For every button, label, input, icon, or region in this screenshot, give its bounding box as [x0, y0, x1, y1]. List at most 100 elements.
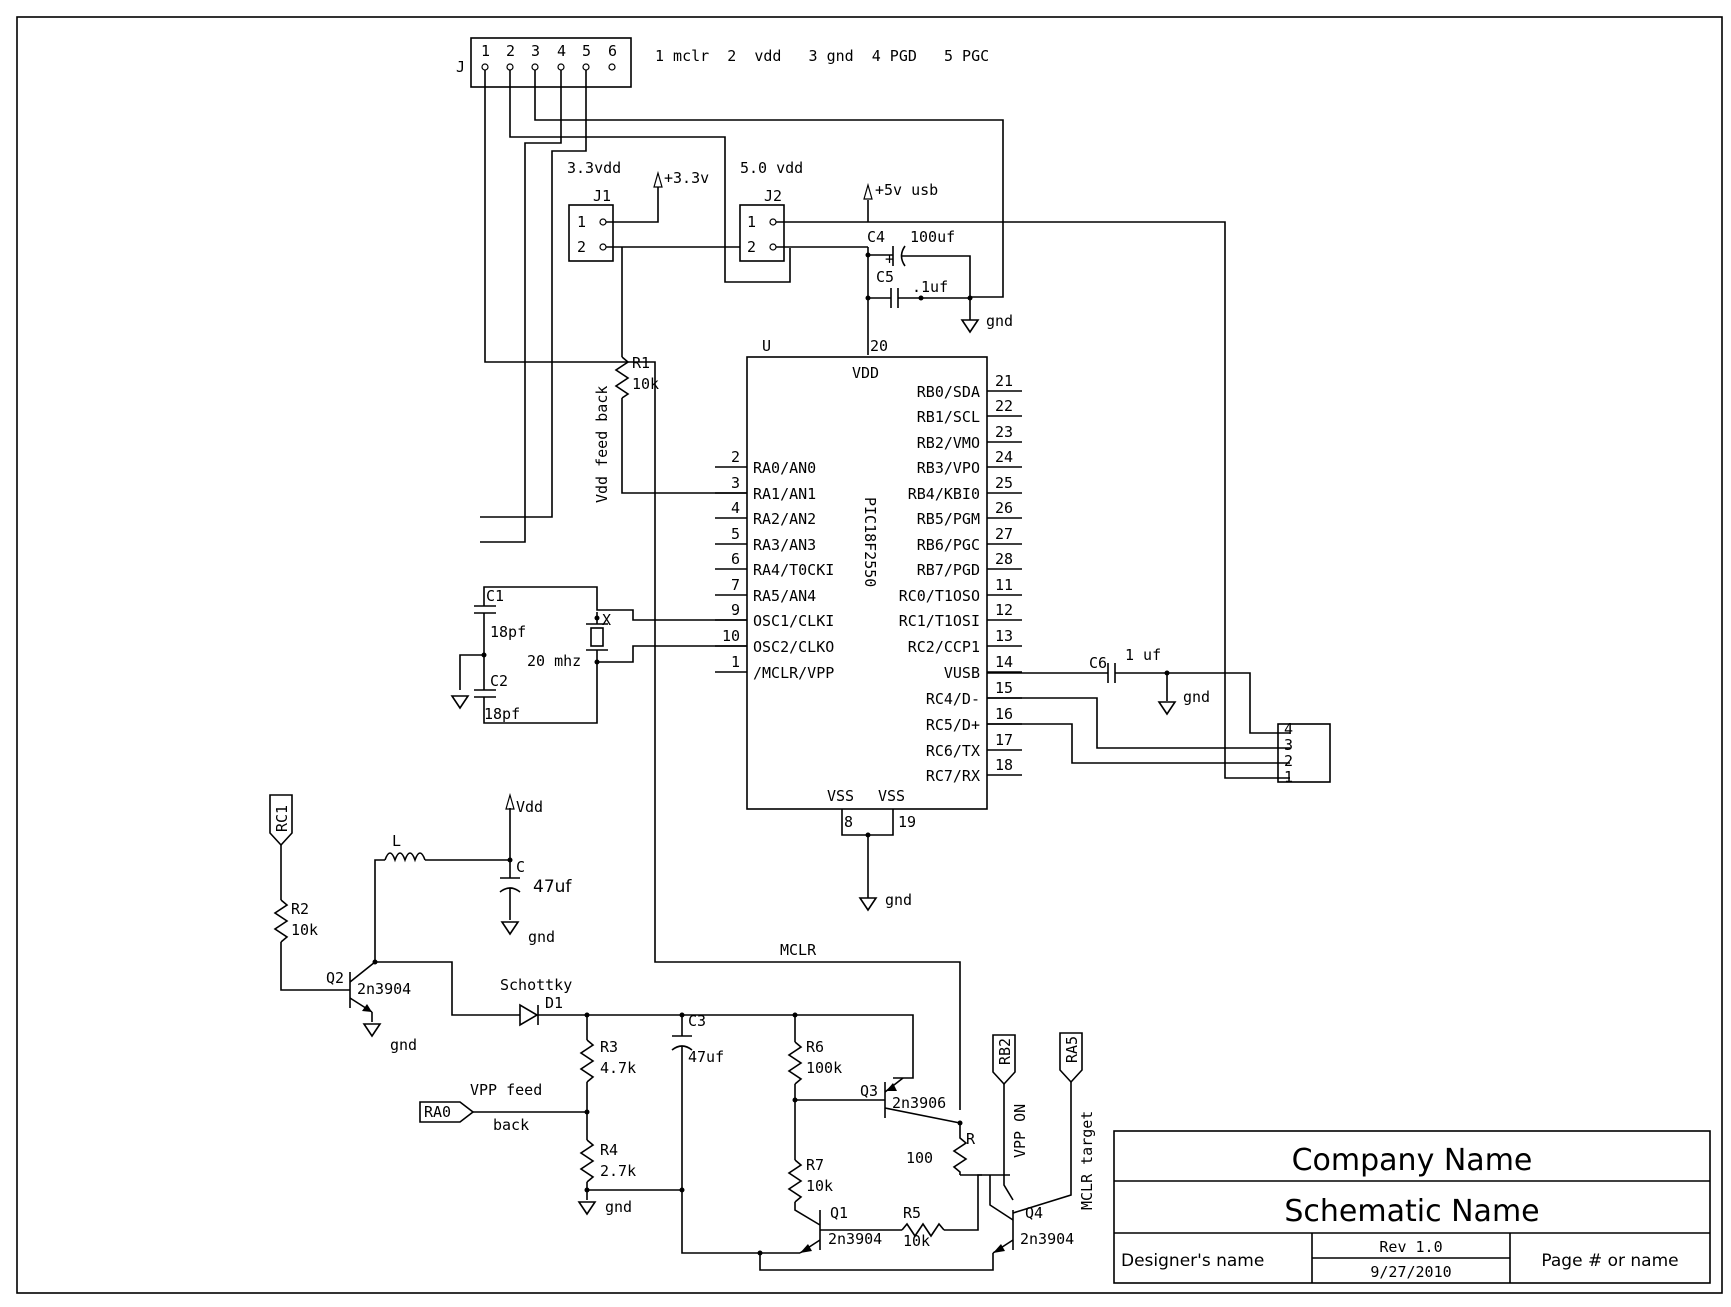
ic-right-pins: 21RB0/SDA22RB1/SCL23RB2/VMO24RB3/VPO25RB… — [899, 372, 1022, 785]
mcu-pic18f2550: U 20 VDD PIC18F2550 VSS VSS 8 19 gnd 2RA… — [715, 337, 1022, 912]
ic-pin-number: 15 — [995, 679, 1013, 697]
crystal-oscillator: X 20 mhz C1 18pf C2 18pf — [450, 586, 747, 724]
ic-pin-number: 23 — [995, 423, 1013, 441]
rb2-note: VPP ON — [1011, 1104, 1029, 1158]
schematic-name: Schematic Name — [1284, 1194, 1539, 1229]
ic-pin-name: RB5/PGM — [917, 510, 980, 528]
j2-pin2-label: 2 — [747, 238, 756, 256]
gnd-label-c5: gnd — [986, 312, 1013, 330]
gnd-label-vss: gnd — [885, 891, 912, 909]
ic-pin-name: RA5/AN4 — [753, 587, 816, 605]
ic-pin-name: RB2/VMO — [917, 434, 980, 452]
c1-value: 18pf — [490, 623, 526, 641]
gnd-label-r4: gnd — [605, 1198, 632, 1216]
r4-ref: R4 — [600, 1141, 618, 1159]
ic-pin-number: 25 — [995, 474, 1013, 492]
ic-pin-number: 11 — [995, 576, 1013, 594]
j1-pin2-label: 2 — [577, 238, 586, 256]
gnd-label-c: gnd — [528, 928, 555, 946]
ic-pin-name: /MCLR/VPP — [753, 664, 834, 682]
inductor-ref: L — [392, 832, 401, 850]
ic-vdd-label: VDD — [852, 364, 879, 382]
r1-vdd-feedback: R1 10k Vdd feed back — [593, 247, 747, 503]
r5-value: 10k — [903, 1232, 930, 1250]
ic-pin-number: 2 — [731, 448, 740, 466]
ic-pin-name: RC1/T1OSI — [899, 612, 980, 630]
q2-ref: Q2 — [326, 969, 344, 987]
ic-left-pins: 2RA0/AN03RA1/AN14RA2/AN25RA3/AN36RA4/T0C… — [715, 448, 834, 682]
ic-pin-name: RC0/T1OSO — [899, 587, 980, 605]
ic-pin-number: 3 — [731, 474, 740, 492]
c3-ref: C3 — [688, 1012, 706, 1030]
c2-value: 18pf — [484, 705, 520, 723]
usb-section: C6 1 uf gnd 4 3 2 1 — [987, 646, 1331, 786]
ic-part: PIC18F2550 — [861, 497, 879, 587]
ic-pin-name: RC4/D- — [926, 690, 980, 708]
r5-ref: R5 — [903, 1204, 921, 1222]
header-pin-2: 2 — [506, 42, 515, 60]
c6-ref: C6 — [1089, 654, 1107, 672]
diode-ref: D1 — [545, 994, 563, 1012]
ic-vss-label-1: VSS — [827, 787, 854, 805]
ic-pin-number: 6 — [731, 550, 740, 568]
ic-pin-number: 14 — [995, 653, 1013, 671]
vpp-feed-line1: VPP feed — [470, 1081, 542, 1099]
title-block: Company Name Schematic Name Designer's n… — [1113, 1130, 1711, 1284]
c5-value: .1uf — [912, 278, 948, 296]
vdd-supply-label: Vdd — [516, 798, 543, 816]
gnd-label-q2: gnd — [390, 1036, 417, 1054]
diode-type: Schottky — [500, 976, 572, 994]
q1-ref: Q1 — [830, 1204, 848, 1222]
c4-value: 100uf — [910, 228, 955, 246]
ic-pin-number: 24 — [995, 448, 1013, 466]
c5-ref: C5 — [876, 268, 894, 286]
j1-supply: +3.3v — [664, 169, 709, 187]
header-pin-5: 5 — [582, 42, 591, 60]
r6-ref: R6 — [806, 1038, 824, 1056]
c1-ref: C1 — [486, 587, 504, 605]
programming-header-j: J 1 2 3 4 5 6 1 mclr 2 vdd 3 gnd 4 PGD 5… — [456, 37, 989, 88]
crystal-value: 20 mhz — [527, 652, 581, 670]
ic-pin-number: 5 — [731, 525, 740, 543]
header-pin-3: 3 — [531, 42, 540, 60]
ic-pin-number: 7 — [731, 576, 740, 594]
boost-converter: RC1 R2 10k Q2 2n3904 gnd L Vdd C 47uf gn… — [269, 792, 817, 1054]
ic-pin-number: 10 — [722, 627, 740, 645]
ic-vdd-pin: 20 — [870, 337, 888, 355]
c-value: 47uf — [533, 877, 572, 897]
ra5-note: MCLR target — [1078, 1111, 1096, 1210]
svg-text:+: + — [885, 250, 894, 268]
q1-part: 2n3904 — [828, 1230, 882, 1248]
ic-pin-name: OSC1/CLKI — [753, 612, 834, 630]
ic-pin-name: RA4/T0CKI — [753, 561, 834, 579]
ic-pin-name: OSC2/CLKO — [753, 638, 834, 656]
r-value: 100 — [906, 1149, 933, 1167]
vpp-switch-circuit: R3 4.7k RA0 VPP feed back R4 2.7k gnd C3… — [419, 1012, 1096, 1271]
vpp-feed-line2: back — [493, 1116, 529, 1134]
ic-pin-name: RA1/AN1 — [753, 485, 816, 503]
ic-pin-number: 16 — [995, 705, 1013, 723]
ic-pin-name: RA0/AN0 — [753, 459, 816, 477]
c2-ref: C2 — [490, 672, 508, 690]
header-pin-6: 6 — [608, 42, 617, 60]
j2-pin1-label: 1 — [747, 213, 756, 231]
ic-pin-name: RB6/PGC — [917, 536, 980, 554]
ic-pin-number: 21 — [995, 372, 1013, 390]
ic-pin-number: 4 — [731, 499, 740, 517]
rb2-tag: RB2 — [996, 1038, 1014, 1065]
usb-pin-1: 1 — [1284, 768, 1293, 786]
r2-value: 10k — [291, 921, 318, 939]
ic-pin-number: 17 — [995, 731, 1013, 749]
ic-pin-number: 27 — [995, 525, 1013, 543]
j2-supply: +5v usb — [875, 181, 938, 199]
ic-pin-name: RC5/D+ — [926, 716, 980, 734]
usb-pin-4: 4 — [1284, 720, 1293, 738]
j1-pin1-label: 1 — [577, 213, 586, 231]
usb-pin-2: 2 — [1284, 752, 1293, 770]
header-pin-legend: 1 mclr 2 vdd 3 gnd 4 PGD 5 PGC — [655, 47, 989, 65]
ic-pin-name: RB7/PGD — [917, 561, 980, 579]
j2-ref: J2 — [764, 187, 782, 205]
r1-value: 10k — [632, 375, 659, 393]
ic-pin-name: RA2/AN2 — [753, 510, 816, 528]
header-pin-4: 4 — [557, 42, 566, 60]
